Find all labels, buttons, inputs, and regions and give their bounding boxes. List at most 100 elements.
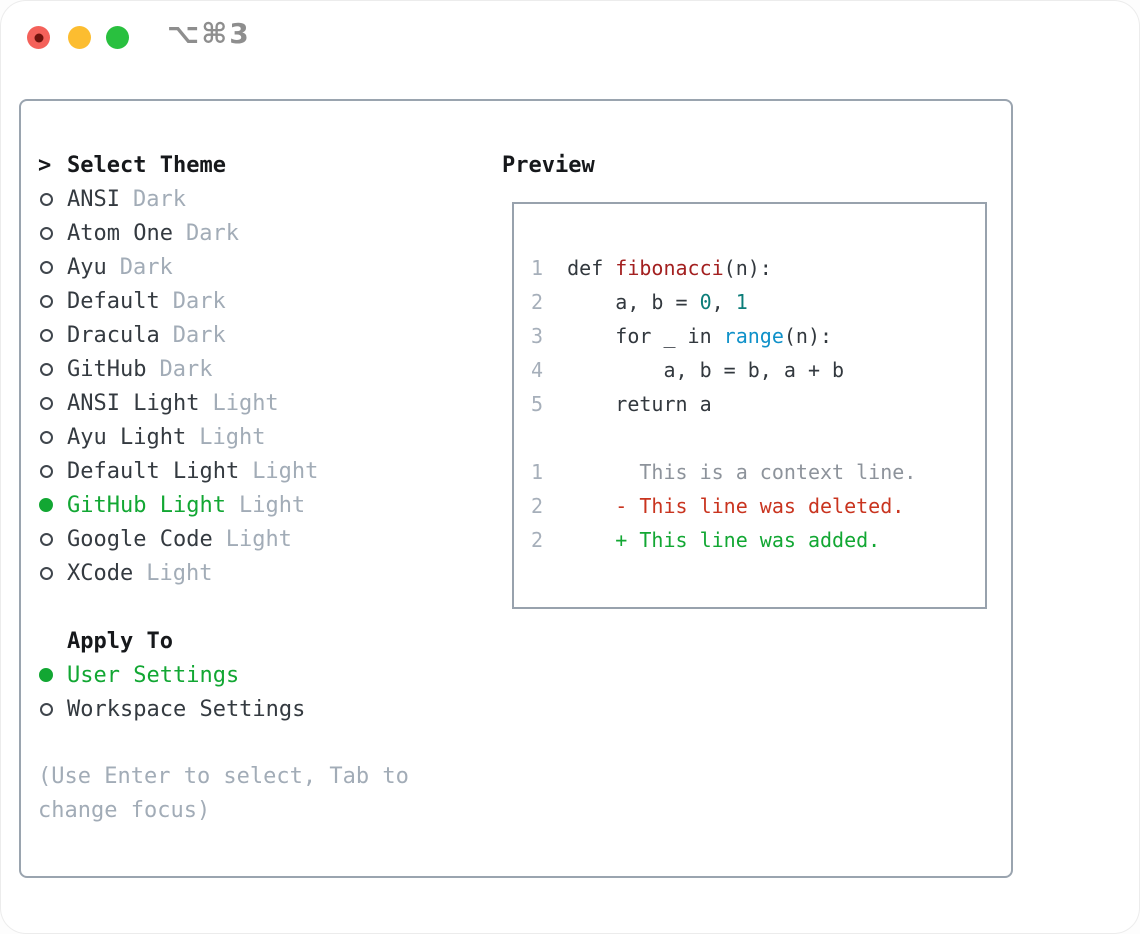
preview-line: 2 - This line was deleted. (531, 489, 916, 523)
theme-option-ayu[interactable]: Ayu Dark (38, 250, 430, 284)
code-token-code: return a (567, 392, 712, 416)
theme-option-label: Default Light (67, 458, 240, 484)
theme-list-header: > Select Theme (38, 148, 430, 182)
code-token-number: 1 (735, 290, 748, 314)
theme-variant-label: Dark (132, 186, 186, 212)
preview-line: 4 a, b = b, a + b (531, 353, 916, 387)
radio-unselected-icon (38, 464, 67, 478)
line-number: 2 (531, 494, 544, 518)
radio-unselected-icon (38, 566, 67, 580)
minimize-button[interactable] (68, 26, 91, 49)
radio-unselected-icon (38, 260, 67, 274)
code-token-code: def (567, 256, 616, 280)
preview-line: 5 return a (531, 387, 916, 421)
window-title: ⌥⌘3 (167, 17, 251, 50)
theme-option-default[interactable]: Default Dark (38, 284, 430, 318)
line-number: 1 (531, 256, 544, 280)
theme-variant-label: Light (225, 526, 292, 552)
code-token-code: a, b = (567, 290, 700, 314)
code-token-code: (n): (783, 324, 833, 348)
apply-option-user-settings[interactable]: User Settings (38, 658, 430, 692)
preview-title: Preview (502, 152, 595, 178)
code-token-added: + This line was added. (567, 528, 881, 552)
preview-line (531, 421, 916, 455)
preview-lines: 1 def fibonacci (n): 2 a, b = 0, 1 3 for _ i… (531, 251, 916, 557)
theme-option-label: XCode (67, 560, 134, 586)
line-number: 1 (531, 460, 544, 484)
theme-variant-label: Light (199, 424, 266, 450)
spacer (38, 590, 430, 624)
theme-variant-label: Dark (172, 288, 226, 314)
theme-option-label: ANSI (67, 186, 120, 212)
radio-unselected-icon (38, 532, 67, 546)
code-token-context: This is a context line. (567, 460, 917, 484)
line-number: 4 (531, 358, 544, 382)
line-number: 5 (531, 392, 544, 416)
theme-option-label: Ayu Light (67, 424, 187, 450)
radio-unselected-icon (38, 396, 67, 410)
code-token-builtin: range (723, 324, 784, 348)
theme-variant-label: Dark (119, 254, 173, 280)
prompt-icon: > (38, 152, 52, 178)
titlebar: ⌥⌘3 (0, 0, 1140, 76)
theme-option-label: Atom One (67, 220, 173, 246)
apply-to-title: Apply To (67, 628, 173, 654)
code-token-code: , (711, 290, 736, 314)
zoom-button[interactable] (106, 26, 129, 49)
code-token-number: 0 (699, 290, 712, 314)
apply-option-workspace-settings[interactable]: Workspace Settings (38, 692, 430, 726)
theme-option-xcode[interactable]: XCode Light (38, 556, 430, 590)
theme-option-atom-one[interactable]: Atom One Dark (38, 216, 430, 250)
code-token-deleted: - This line was deleted. (567, 494, 905, 518)
theme-option-label: Default (67, 288, 160, 314)
radio-unselected-icon (38, 702, 67, 716)
theme-list-title: Select Theme (67, 152, 226, 178)
apply-option-label: User Settings (67, 662, 240, 688)
preview-line: 2 + This line was added. (531, 523, 916, 557)
radio-unselected-icon (38, 294, 67, 308)
preview-line: 1 This is a context line. (531, 455, 916, 489)
apply-to-header: Apply To (38, 624, 430, 658)
theme-option-google-code[interactable]: Google Code Light (38, 522, 430, 556)
radio-unselected-icon (38, 430, 67, 444)
close-button-dot-icon (34, 33, 43, 42)
theme-option-label: Dracula (67, 322, 160, 348)
theme-option-label: Google Code (67, 526, 213, 552)
theme-variant-label: Light (146, 560, 213, 586)
theme-variant-label: Dark (185, 220, 239, 246)
theme-option-label: Ayu (67, 254, 107, 280)
theme-variant-label: Light (212, 390, 279, 416)
theme-option-ansi[interactable]: ANSI Dark (38, 182, 430, 216)
theme-option-github-light[interactable]: GitHub Light Light (38, 488, 430, 522)
preview-box: 1 def fibonacci (n): 2 a, b = 0, 1 3 for _ i… (512, 202, 987, 609)
radio-unselected-icon (38, 226, 67, 240)
line-number: 2 (531, 528, 544, 552)
code-token-function: fibonacci (615, 256, 724, 280)
help-text: (Use Enter to select, Tab to change focu… (38, 764, 409, 823)
radio-selected-icon (38, 498, 67, 512)
radio-unselected-icon (38, 192, 67, 206)
preview-line: 3 for _ in range(n): (531, 319, 916, 353)
code-token-code: for _ in (567, 324, 724, 348)
theme-variant-label: Light (252, 458, 319, 484)
line-number: 2 (531, 290, 544, 314)
theme-option-label: GitHub Light (67, 492, 226, 518)
close-button[interactable] (27, 26, 50, 49)
theme-variant-label: Light (238, 492, 306, 518)
theme-option-label: GitHub (67, 356, 147, 382)
theme-option-ayu-light[interactable]: Ayu Light Light (38, 420, 430, 454)
theme-option-default-light[interactable]: Default Light Light (38, 454, 430, 488)
theme-option-label: ANSI Light (67, 390, 200, 416)
radio-unselected-icon (38, 328, 67, 342)
code-token-code: a, b = b, a + b (567, 358, 845, 382)
radio-unselected-icon (38, 362, 67, 376)
theme-option-ansi-light[interactable]: ANSI Light Light (38, 386, 430, 420)
theme-variant-label: Dark (172, 322, 226, 348)
theme-option-dracula[interactable]: Dracula Dark (38, 318, 430, 352)
